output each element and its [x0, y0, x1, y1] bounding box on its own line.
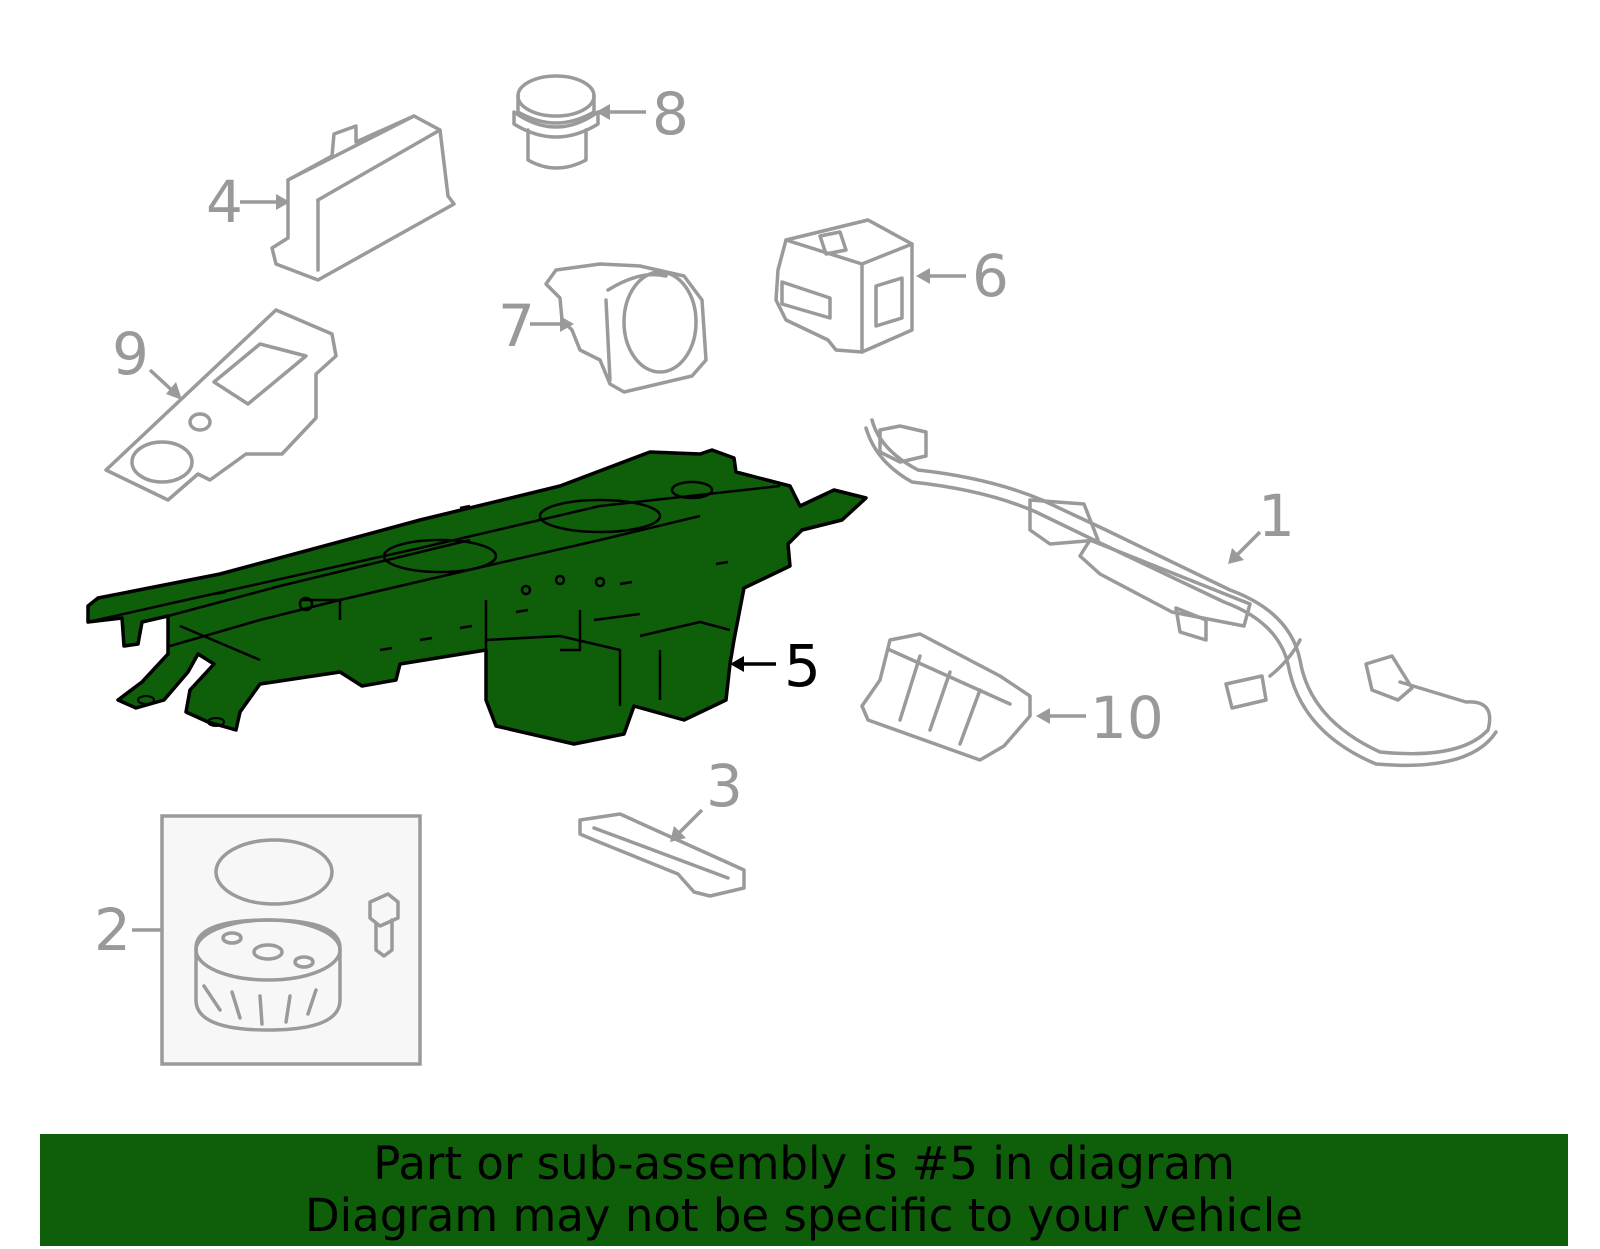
part-3-trim-strip[interactable] [578, 812, 746, 898]
callout-8: 8 [652, 80, 689, 148]
callout-2: 2 [94, 896, 131, 964]
callout-1: 1 [1258, 482, 1295, 550]
callout-3: 3 [706, 752, 743, 820]
part-1-wiring-harness[interactable] [864, 418, 1498, 768]
banner-line-part-number: Part or sub-assembly is #5 in diagram [373, 1137, 1235, 1190]
info-banner: Part or sub-assembly is #5 in diagram Di… [40, 1134, 1568, 1246]
part-9-bezel-plate[interactable] [104, 308, 338, 502]
callout-9: 9 [112, 320, 149, 388]
callout-5: 5 [784, 632, 821, 700]
callout-10: 10 [1090, 684, 1164, 752]
callout-6: 6 [972, 242, 1009, 310]
leader-lines [132, 104, 1262, 932]
part-8-cap[interactable] [512, 74, 600, 170]
part-6-connector-block[interactable] [774, 218, 914, 354]
callout-7: 7 [498, 292, 535, 360]
part-7-switch-housing[interactable] [544, 262, 708, 394]
part-4-module[interactable] [270, 114, 456, 282]
part-5-center-console[interactable] [86, 448, 868, 746]
part-10-switch-bank[interactable] [860, 632, 1032, 762]
callout-4: 4 [206, 168, 243, 236]
part-2-kit-box[interactable] [160, 814, 422, 1066]
banner-line-disclaimer: Diagram may not be specific to your vehi… [305, 1189, 1303, 1242]
